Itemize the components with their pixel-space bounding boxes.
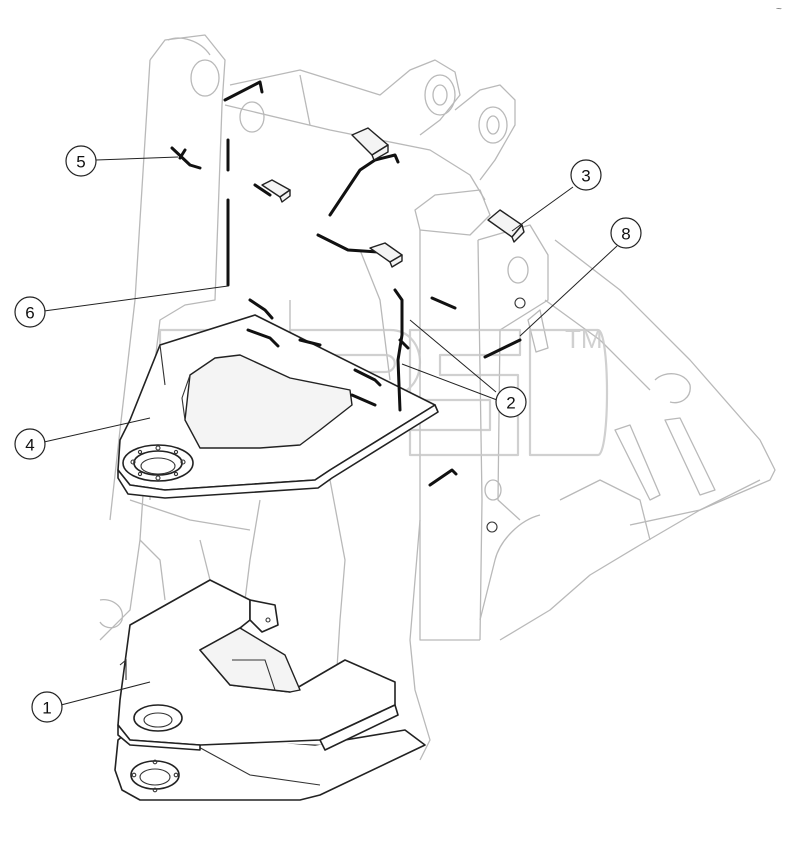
leader-2b (401, 363, 498, 401)
right-upright-plate (414, 189, 549, 641)
leader-5 (95, 156, 179, 161)
callout-6: 6 (14, 296, 46, 328)
callout-2-label: 2 (506, 394, 515, 413)
callout-1: 1 (31, 691, 63, 723)
callout-8-label: 8 (621, 225, 630, 244)
callout-3: 3 (570, 159, 602, 191)
callout-6-label: 6 (25, 304, 34, 323)
callout-3-label: 3 (581, 167, 590, 186)
corner-mark: ~ (776, 4, 782, 15)
part-4-upper-plate (117, 314, 439, 499)
connector-block-a (351, 127, 389, 161)
connector-block-c (369, 242, 403, 268)
connector-block-b (261, 179, 291, 203)
watermark-trademark: TM (565, 324, 603, 354)
leader-3 (511, 186, 574, 232)
wiring-harness (170, 80, 525, 487)
callout-8: 8 (610, 217, 642, 249)
leader-lines (43, 156, 618, 706)
leader-4 (43, 417, 151, 443)
callout-5: 5 (65, 145, 97, 177)
callout-4: 4 (14, 428, 46, 460)
callout-1-label: 1 (42, 699, 51, 718)
leader-1 (60, 681, 151, 706)
leader-2a (409, 319, 497, 393)
leader-8 (519, 245, 618, 337)
callout-2: 2 (495, 386, 527, 418)
callout-5-label: 5 (76, 153, 85, 172)
leader-6 (43, 285, 229, 312)
part-1-lower-plate (114, 579, 426, 801)
callout-4-label: 4 (25, 436, 34, 455)
frame-ghost-outline (99, 34, 776, 761)
